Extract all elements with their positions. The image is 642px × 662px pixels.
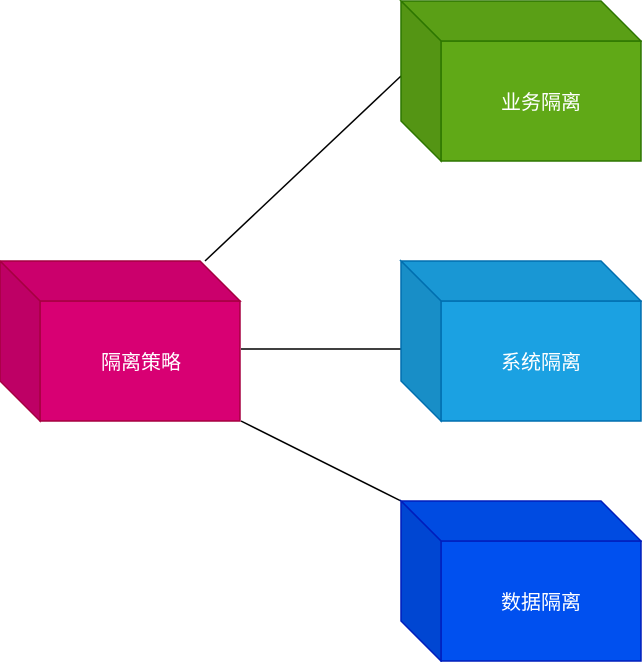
- node-business-cube[interactable]: [399, 0, 642, 163]
- node-root-label: 隔离策略: [101, 350, 181, 374]
- top-face: [399, 0, 642, 42]
- side-face: [400, 499, 442, 662]
- top-face: [0, 260, 242, 302]
- node-system-cube[interactable]: [399, 259, 642, 423]
- node-root-cube[interactable]: [0, 259, 242, 423]
- top-face: [399, 260, 642, 302]
- side-face: [400, 0, 442, 163]
- side-face: [0, 259, 41, 423]
- node-data-cube[interactable]: [399, 499, 642, 662]
- node-data-label: 数据隔离: [501, 590, 581, 614]
- node-system-label: 系统隔离: [501, 350, 581, 374]
- edge-root-business: [204, 75, 402, 262]
- node-business-label: 业务隔离: [501, 90, 581, 114]
- side-face: [400, 259, 442, 423]
- top-face: [399, 500, 642, 542]
- edge-root-data: [240, 420, 402, 502]
